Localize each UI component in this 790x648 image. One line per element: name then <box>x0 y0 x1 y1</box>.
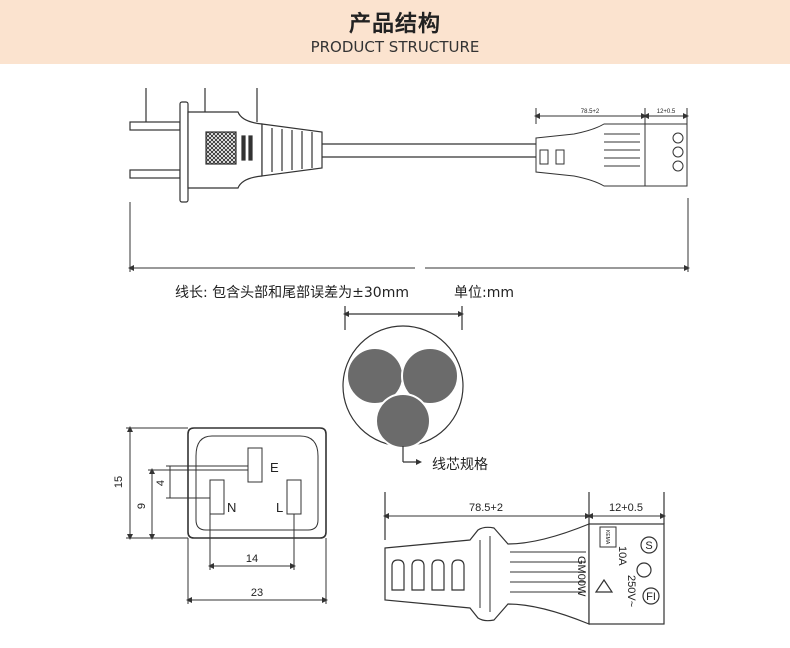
detail-cert-fi: FI <box>646 591 656 603</box>
page-subtitle: PRODUCT STRUCTURE <box>310 38 480 56</box>
detail-marking-rating: 10A <box>616 546 628 566</box>
socket-dim-23: 23 <box>251 587 263 599</box>
cable-cross-section <box>342 306 464 465</box>
detail-cert-kema: KEMA <box>604 530 610 545</box>
socket-dim-15: 15 <box>113 476 125 488</box>
socket-face-drawing <box>126 426 328 604</box>
detail-dim-length: 78.5+2 <box>469 502 503 514</box>
connector-top-drawing <box>534 108 689 187</box>
unit-label: 单位:mm <box>454 285 514 301</box>
socket-pin-e-label: E <box>270 460 279 475</box>
connector-detail-drawing <box>383 492 666 625</box>
detail-marking-model: GM00W <box>575 556 587 597</box>
page-title: 产品结构 <box>348 12 441 37</box>
socket-dim-4: 4 <box>155 480 167 486</box>
cable-length-note: 线长: 包含头部和尾部误差为±30mm <box>175 285 409 301</box>
socket-pin-l-label: L <box>276 500 283 515</box>
detail-marking-voltage: 250V~ <box>625 575 637 607</box>
core-spec-label: 线芯规格 <box>432 457 488 473</box>
detail-cert-s: S <box>645 540 652 552</box>
socket-dim-9: 9 <box>136 503 148 509</box>
socket-pin-n-label: N <box>227 500 236 515</box>
cable-drawing <box>322 143 536 158</box>
top-dim-length: 78.5+2 <box>581 109 600 115</box>
top-dim-head: 12+0.5 <box>657 109 676 115</box>
socket-dim-14: 14 <box>246 553 258 565</box>
plug-drawing <box>129 88 323 203</box>
detail-dim-head: 12+0.5 <box>609 502 643 514</box>
overall-length-dimension <box>128 198 690 272</box>
header-banner: 产品结构 PRODUCT STRUCTURE <box>0 0 790 64</box>
